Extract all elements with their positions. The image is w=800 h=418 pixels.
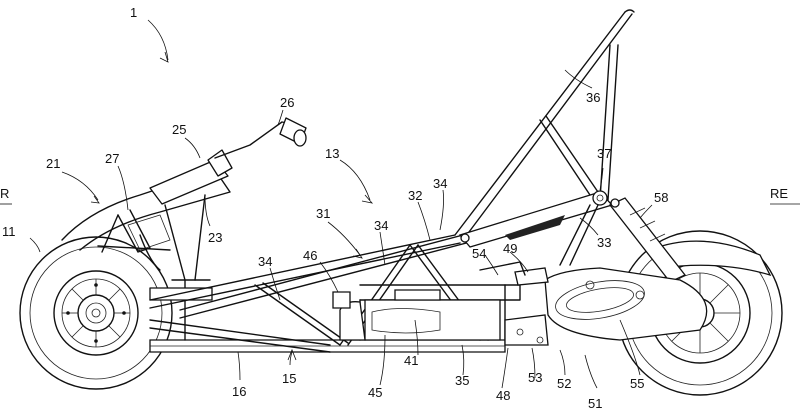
rear-direction-label: RE [770, 186, 788, 201]
rear-wheel [617, 230, 783, 396]
ref-54: 54 [472, 246, 486, 261]
ref-1: 1 [130, 5, 137, 20]
ref-46: 46 [303, 248, 317, 263]
ref-26: 26 [280, 95, 294, 110]
ref-23: 23 [208, 230, 222, 245]
rear-drive-unit [479, 261, 708, 346]
ref-27: 27 [105, 151, 119, 166]
ref-55: 55 [630, 376, 644, 391]
ref-58: 58 [654, 190, 668, 205]
front-wheel [19, 236, 173, 390]
ref-15: 15 [282, 371, 296, 386]
ref-41: 41 [404, 353, 418, 368]
ref-53: 53 [528, 370, 542, 385]
floor-frame [149, 339, 506, 353]
ref-35: 35 [455, 373, 469, 388]
ref-34-center: 34 [374, 218, 388, 233]
ref-13: 13 [325, 146, 339, 161]
ref-25: 25 [172, 122, 186, 137]
ref-34-upper: 34 [433, 176, 447, 191]
ref-11: 11 [2, 224, 16, 239]
front-frame [61, 117, 307, 341]
rear-direction-indicator: RE [770, 186, 800, 205]
ref-31: 31 [316, 206, 330, 221]
roll-bar [454, 9, 635, 241]
ref-33: 33 [597, 235, 611, 250]
rear-shock [608, 197, 687, 283]
engine-area [332, 289, 501, 341]
ref-51: 51 [588, 396, 602, 411]
leader-lines [29, 19, 653, 389]
front-direction-label: R [0, 186, 9, 201]
ref-52: 52 [557, 376, 571, 391]
ref-16: 16 [232, 384, 246, 399]
ref-37: 37 [597, 146, 611, 161]
ref-32: 32 [408, 188, 422, 203]
ref-49: 49 [503, 241, 517, 256]
ref-34-left: 34 [258, 254, 272, 269]
ref-36: 36 [586, 90, 600, 105]
ref-48: 48 [496, 388, 510, 403]
ref-21: 21 [46, 156, 60, 171]
ref-45: 45 [368, 385, 382, 400]
